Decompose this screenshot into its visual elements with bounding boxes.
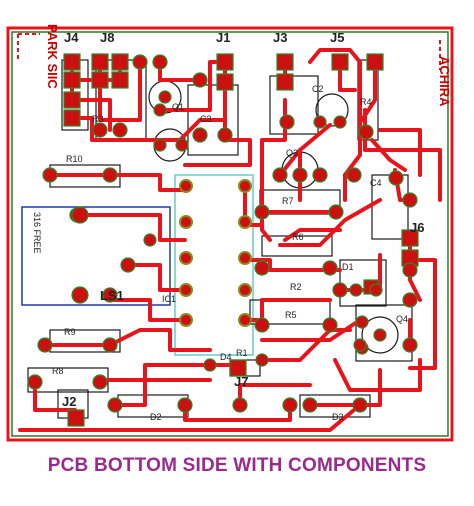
label-r4: R4 <box>360 97 372 107</box>
connector-j4: J4 <box>64 30 79 45</box>
ic1-pads <box>179 179 252 327</box>
label-d1: D1 <box>342 262 354 272</box>
label-c3: C3 <box>200 114 212 124</box>
round-pads <box>27 54 418 413</box>
label-r8: R8 <box>52 366 64 376</box>
label-d4: D4 <box>220 352 232 362</box>
speaker-silk-text: 316 FREE <box>32 212 42 254</box>
connector-j8: J8 <box>100 30 114 45</box>
label-r7: R7 <box>282 196 294 206</box>
connector-j6: J6 <box>410 220 424 235</box>
connector-j1: J1 <box>216 30 230 45</box>
label-r10: R10 <box>66 154 83 164</box>
connector-j7: J7 <box>234 374 248 389</box>
label-r5: R5 <box>285 310 297 320</box>
label-d2: D2 <box>150 412 162 422</box>
label-r2: R2 <box>290 282 302 292</box>
label-r9: R9 <box>64 327 76 337</box>
pads <box>63 53 419 427</box>
label-q4: Q4 <box>396 314 408 324</box>
label-r1: R1 <box>236 348 248 358</box>
label-q1: Q1 <box>172 102 184 112</box>
label-c2: C2 <box>312 84 324 94</box>
label-ic1: IC1 <box>162 294 176 304</box>
figure-caption: PCB BOTTOM SIDE WITH COMPONENTS <box>47 455 427 476</box>
speaker-outline <box>21 206 171 306</box>
speaker-pads <box>71 206 89 304</box>
label-r3: R3 <box>92 114 104 124</box>
label-d3: D3 <box>332 412 344 422</box>
label-q3: Q3 <box>286 148 298 158</box>
mirrored-text-right: ACHIRA <box>437 56 452 107</box>
board-edge-outer <box>6 26 454 442</box>
connector-j3: J3 <box>273 30 287 45</box>
label-c4: C4 <box>370 178 382 188</box>
ic1-outline <box>174 174 254 356</box>
connector-j5: J5 <box>330 30 344 45</box>
mirrored-text-left: PARK SIIC <box>45 24 60 89</box>
connector-j2: J2 <box>62 394 76 409</box>
label-r6: R6 <box>292 232 304 242</box>
label-ls1: LS1 <box>100 288 124 303</box>
